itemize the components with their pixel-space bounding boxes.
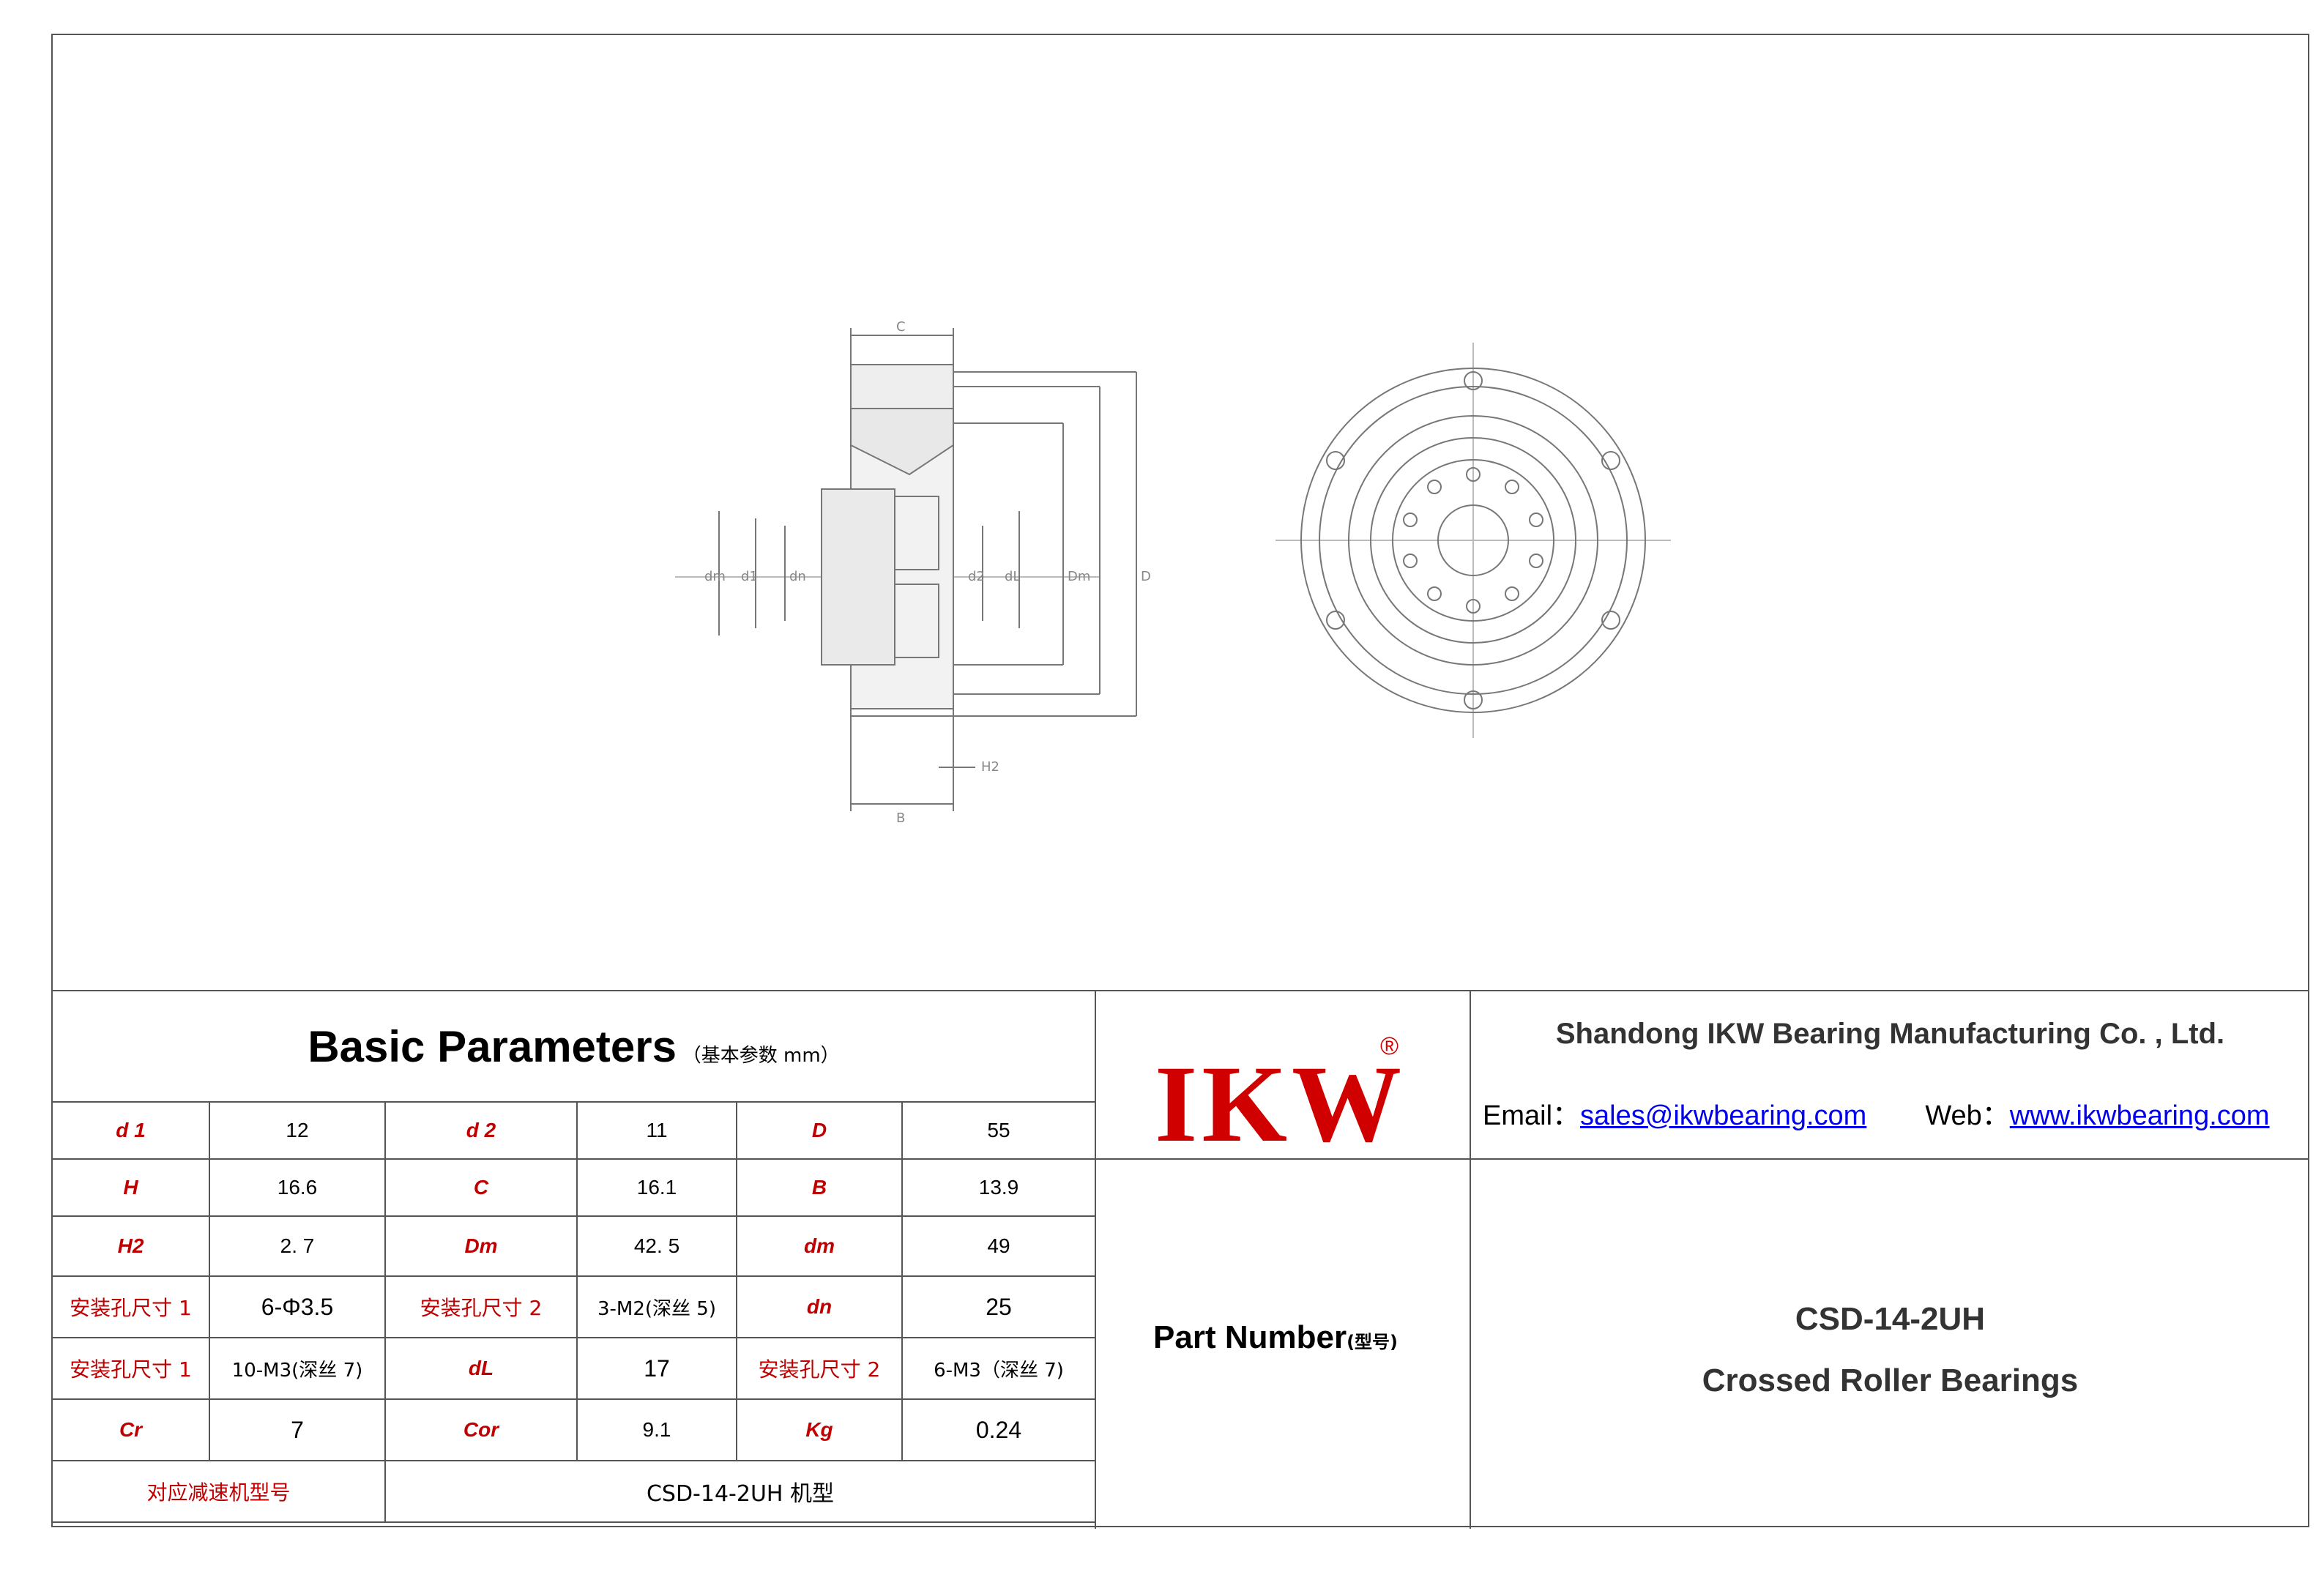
param-value: 2. 7 (209, 1215, 386, 1277)
email-link[interactable]: sales@ikwbearing.com (1580, 1100, 1867, 1131)
dim-label-dn: dn (789, 569, 806, 584)
title-block: Basic Parameters （基本参数 mm） d 1 12 d 2 11… (51, 990, 2309, 1529)
basic-parameters-header: Basic Parameters （基本参数 mm） (52, 991, 1095, 1103)
part-number: CSD-14-2UH (1795, 1301, 1986, 1337)
param-label: dL (384, 1337, 578, 1400)
param-value: 25 (901, 1275, 1096, 1338)
param-label: B (736, 1158, 903, 1217)
part-number-label-cell: Part Number(型号) (1095, 1160, 1470, 1529)
contact-line: Email：sales@ikwbearing.com Web：www.ikwbea… (1483, 1092, 2270, 1133)
param-label: d 1 (51, 1101, 210, 1160)
param-label: C (384, 1158, 578, 1217)
param-value: 42. 5 (576, 1215, 737, 1277)
param-label: Dm (384, 1215, 578, 1277)
reducer-model-value: CSD-14-2UH 机型 (384, 1460, 1096, 1523)
dim-label-c: C (896, 319, 906, 335)
logo-cell: IKW ® (1095, 991, 1470, 1165)
part-number-label: Part Number(型号) (1153, 1319, 1398, 1356)
dim-label-b: B (896, 811, 905, 826)
part-number-value-cell: CSD-14-2UH Crossed Roller Bearings (1470, 1160, 2309, 1529)
company-name: Shandong IKW Bearing Manufacturing Co. ,… (1555, 1018, 2225, 1050)
param-label: Cr (51, 1398, 210, 1461)
param-value: 13.9 (901, 1158, 1096, 1217)
registered-mark: ® (1380, 1032, 1399, 1060)
table-row: 安装孔尺寸 1 10-M3(深丝 7) dL 17 安装孔尺寸 2 6-M3（深… (51, 1337, 1096, 1400)
param-label: 安装孔尺寸 2 (736, 1337, 903, 1400)
web-label: Web： (1925, 1100, 2010, 1131)
dim-label-h2: H2 (981, 759, 999, 775)
bearing-drawing-svg: C B H2 dm d1 dn d2 dL Dm D (675, 319, 1671, 826)
param-value: 11 (576, 1101, 737, 1160)
ikw-logo: IKW (1155, 1043, 1407, 1165)
param-label: dm (736, 1215, 903, 1277)
param-label: 安装孔尺寸 1 (51, 1275, 210, 1338)
section-view (675, 328, 1137, 811)
table-row: H2 2. 7 Dm 42. 5 dm 49 (51, 1215, 1096, 1277)
part-number-label-text: Part Number (1153, 1319, 1347, 1355)
basic-parameters-subtitle: （基本参数 mm） (682, 1044, 840, 1067)
dim-label-dm: dm (704, 569, 726, 584)
dim-label-d: D (1141, 569, 1151, 584)
dim-label-dl: dL (1005, 569, 1020, 584)
drawing-sheet: C B H2 dm d1 dn d2 dL Dm D (51, 34, 2309, 1527)
param-label: dn (736, 1275, 903, 1338)
table-row: 对应减速机型号 CSD-14-2UH 机型 (51, 1460, 1096, 1523)
table-row: Cr 7 Cor 9.1 Kg 0.24 (51, 1398, 1096, 1461)
param-value: 7 (209, 1398, 386, 1461)
param-value: 0.24 (901, 1398, 1096, 1461)
param-label: 安装孔尺寸 1 (51, 1337, 210, 1400)
basic-parameters-table: Basic Parameters （基本参数 mm） d 1 12 d 2 11… (51, 991, 1096, 1523)
table-row: 安装孔尺寸 1 6-Φ3.5 安装孔尺寸 2 3-M2(深丝 5) dn 25 (51, 1275, 1096, 1338)
param-label: D (736, 1101, 903, 1160)
param-value: 6-M3（深丝 7) (901, 1337, 1096, 1400)
param-value: 6-Φ3.5 (209, 1275, 386, 1338)
param-label: H (51, 1158, 210, 1217)
table-row: d 1 12 d 2 11 D 55 (51, 1101, 1096, 1160)
param-value: 16.6 (209, 1158, 386, 1217)
param-value: 16.1 (576, 1158, 737, 1217)
web-link[interactable]: www.ikwbearing.com (2009, 1100, 2270, 1131)
param-label: H2 (51, 1215, 210, 1277)
dim-label-d2: d2 (968, 569, 985, 584)
technical-drawing: C B H2 dm d1 dn d2 dL Dm D (631, 255, 1744, 841)
front-view (1275, 343, 1671, 738)
dim-label-dm-large: Dm (1068, 569, 1090, 584)
param-label: d 2 (384, 1101, 578, 1160)
table-row: H 16.6 C 16.1 B 13.9 (51, 1158, 1096, 1217)
param-value: 12 (209, 1101, 386, 1160)
param-value: 9.1 (576, 1398, 737, 1461)
param-value: 49 (901, 1215, 1096, 1277)
param-value: 10-M3(深丝 7) (209, 1337, 386, 1400)
email-label: Email： (1483, 1100, 1581, 1131)
company-cell: Shandong IKW Bearing Manufacturing Co. ,… (1470, 991, 2309, 1160)
param-value: 17 (576, 1337, 737, 1400)
param-value: 3-M2(深丝 5) (576, 1275, 737, 1338)
dim-label-d1: d1 (741, 569, 758, 584)
param-label: Kg (736, 1398, 903, 1461)
param-label: Cor (384, 1398, 578, 1461)
param-label: 安装孔尺寸 2 (384, 1275, 578, 1338)
basic-parameters-title: Basic Parameters (308, 1021, 677, 1071)
part-description: Crossed Roller Bearings (1702, 1363, 2079, 1398)
part-number-value: CSD-14-2UH Crossed Roller Bearings (1471, 1289, 2309, 1412)
part-number-label-cn: (型号) (1347, 1332, 1399, 1352)
param-value: 55 (901, 1101, 1096, 1160)
reducer-model-label: 对应减速机型号 (51, 1460, 386, 1523)
